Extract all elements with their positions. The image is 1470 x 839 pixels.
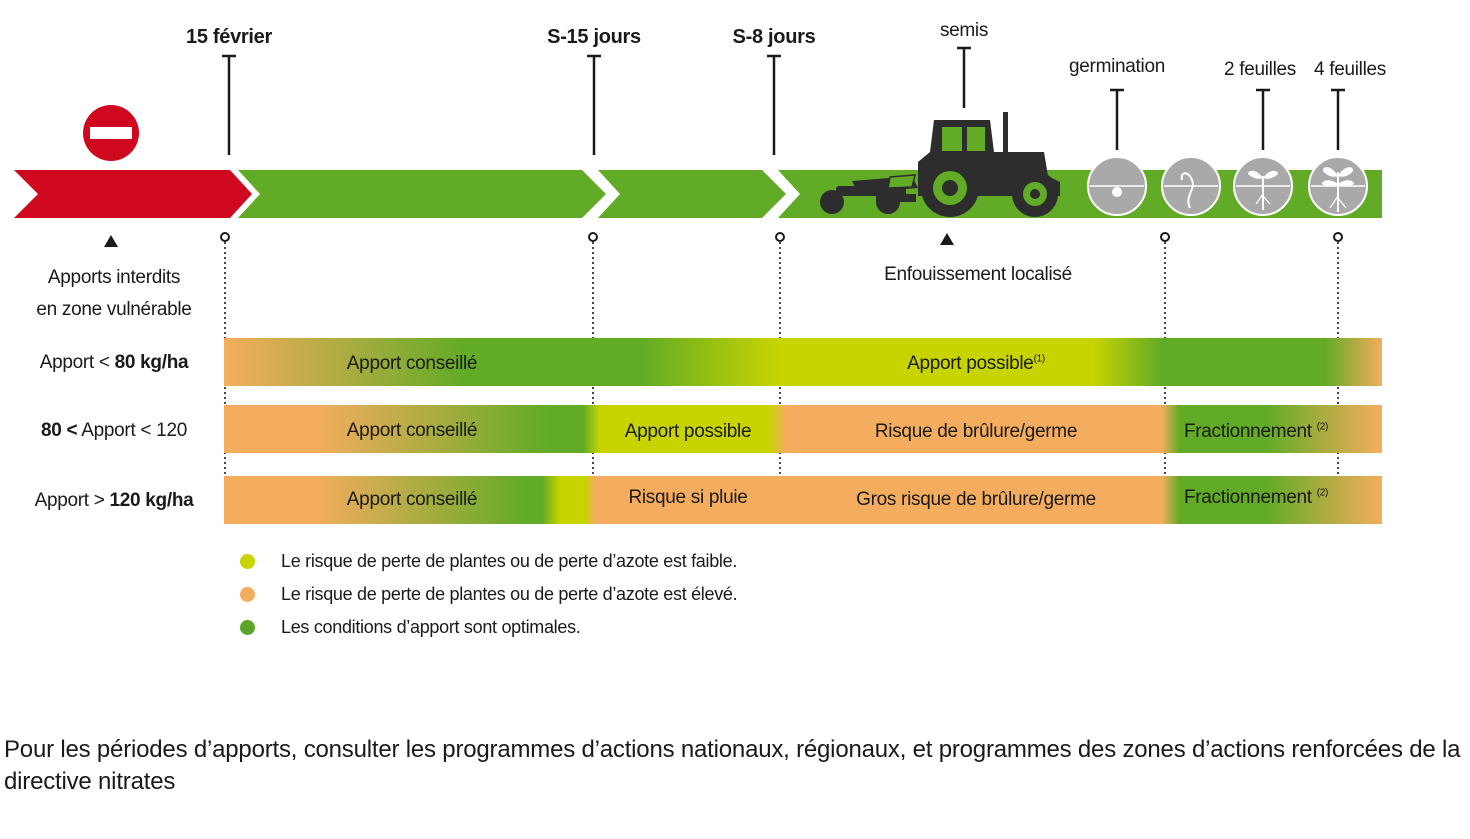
legend-text-faible: Le risque de perte de plantes ou de pert… [281,550,738,571]
no-entry-icon [83,105,139,161]
row3-cell4-footnote: (2) [1316,487,1329,499]
prohibited-caption-line2: en zone vulnérable [36,299,192,320]
row1-cell-apport-conseille: Apport conseillé [346,353,478,375]
prohibited-caption-line1: Apports interdits [47,267,181,288]
milestone-s15-label: S-15 jours [547,26,641,48]
directive-note: Pour les périodes d’apports, consulter l… [4,736,1461,795]
legend-dot-green [240,619,255,635]
milestone-ticks [222,46,1345,155]
milestone-germination-label: germination [1069,56,1165,77]
row2-cell1-text: Apport conseillé [346,420,478,441]
legend-item-optimal: Les conditions d’apport sont optimales. [240,615,581,639]
legend-item-eleve: Le risque de perte de plantes ou de pert… [240,582,738,606]
prohibited-arrow [14,170,252,218]
row2-cell3-text: Risque de brûlure/germe [874,421,1078,442]
tractor-icon [918,112,1060,217]
two-leaves-icon [1233,156,1293,216]
row-label-2-bold: 80 < [41,420,78,441]
row3-cell3-text: Gros risque de brûlure/germe [856,489,1096,510]
milestone-2-feuilles-label: 2 feuilles [1224,59,1296,80]
row1-cell-apport-possible: Apport possible(1) [907,353,1045,375]
timeline-graphic [14,46,1382,522]
row-label-3-pre: Apport > [34,490,110,511]
sprout-icon [1161,156,1221,216]
row1-cell1-text: Apport conseillé [346,353,478,374]
row-label-2: 80 < Apport < 120 [0,420,228,442]
row1-cell2-footnote: (1) [1033,353,1046,365]
milestone-4-feuilles-label: 4 feuilles [1314,59,1386,80]
legend-dot-lime [240,553,255,569]
row2-cell4-footnote: (2) [1316,421,1329,433]
seed-drill-icon [820,174,918,214]
arrow-segment-2 [598,170,786,218]
prohibited-pointer [104,235,118,247]
row-label-1-pre: Apport < [39,352,115,373]
row2-cell-risque-brulure: Risque de brûlure/germe [874,421,1078,443]
row3-cell-risque-pluie: Risque si pluie [628,487,747,509]
band-row-3 [224,476,1382,524]
row2-cell4-text: Fractionnement [1183,421,1317,442]
row3-cell-gros-risque: Gros risque de brûlure/germe [856,489,1096,511]
row-label-1: Apport < 80 kg/ha [0,352,228,374]
row3-cell-fractionnement: Fractionnement (2) [1184,487,1328,509]
milestone-markers [220,232,1343,242]
legend-text-optimal: Les conditions d’apport sont optimales. [281,616,581,637]
legend-text-eleve: Le risque de perte de plantes ou de pert… [281,583,738,604]
row3-cell-apport-conseille: Apport conseillé [346,489,478,511]
row3-cell1-text: Apport conseillé [346,489,478,510]
legend-dot-orange [240,586,255,602]
row3-cell2-text: Risque si pluie [628,487,748,508]
row2-cell-fractionnement: Fractionnement (2) [1184,421,1328,443]
row2-cell-apport-possible: Apport possible [624,421,752,443]
row-label-1-bold: 80 kg/ha [114,352,189,373]
row2-cell-apport-conseille: Apport conseillé [346,420,478,442]
row-label-3-bold: 120 kg/ha [109,490,194,511]
row3-cell4-text: Fractionnement [1183,487,1317,508]
seed-icon [1087,156,1147,216]
row1-cell2-text: Apport possible [907,353,1034,374]
legend-item-faible: Le risque de perte de plantes ou de pert… [240,549,737,573]
row-label-2-post: Apport < 120 [77,420,187,441]
enfouissement-pointer [940,233,954,245]
arrow-segment-1 [238,170,606,218]
milestone-15-fevrier-label: 15 février [186,26,272,48]
row-label-3: Apport > 120 kg/ha [0,490,228,512]
band-row-2 [224,405,1382,453]
enfouissement-caption: Enfouissement localisé [884,264,1072,285]
four-leaves-icon [1308,156,1368,216]
band-row-1 [224,338,1382,386]
milestone-semis-label: semis [939,20,989,41]
row2-cell2-text: Apport possible [624,421,752,442]
milestone-s8-label: S-8 jours [732,26,816,48]
prohibited-caption: Apports interdits en zone vulnérable [14,262,214,326]
